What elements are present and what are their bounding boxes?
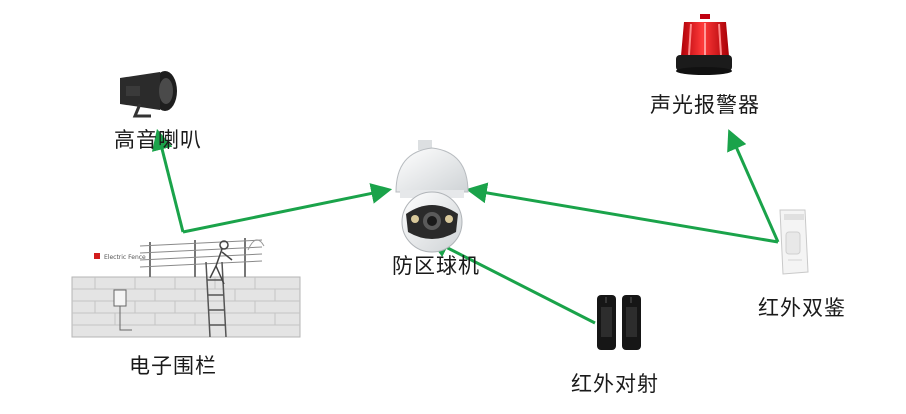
arrow-dual-to-alarm	[730, 133, 778, 242]
dual-tech-detector-icon	[780, 210, 808, 274]
fence-label: 电子围栏	[129, 350, 217, 380]
dual-detector-label: 红外双鉴	[758, 292, 846, 322]
strobe-siren-icon	[676, 14, 732, 75]
fence-sign-text: Electric Fence	[104, 254, 146, 261]
electric-fence-icon: Electric Fence	[72, 238, 300, 337]
horn-speaker-icon	[120, 71, 177, 116]
arrow-fence-to-ptz	[183, 190, 388, 232]
speaker-label: 高音喇叭	[114, 124, 202, 154]
ir-beam-label: 红外对射	[571, 368, 659, 398]
ptz-dome-camera-icon	[396, 140, 468, 252]
alarm-label: 声光报警器	[650, 89, 760, 119]
ptz-camera-label: 防区球机	[392, 250, 480, 280]
infrared-beam-icon	[597, 295, 641, 350]
arrow-dual-to-ptz	[470, 190, 778, 242]
